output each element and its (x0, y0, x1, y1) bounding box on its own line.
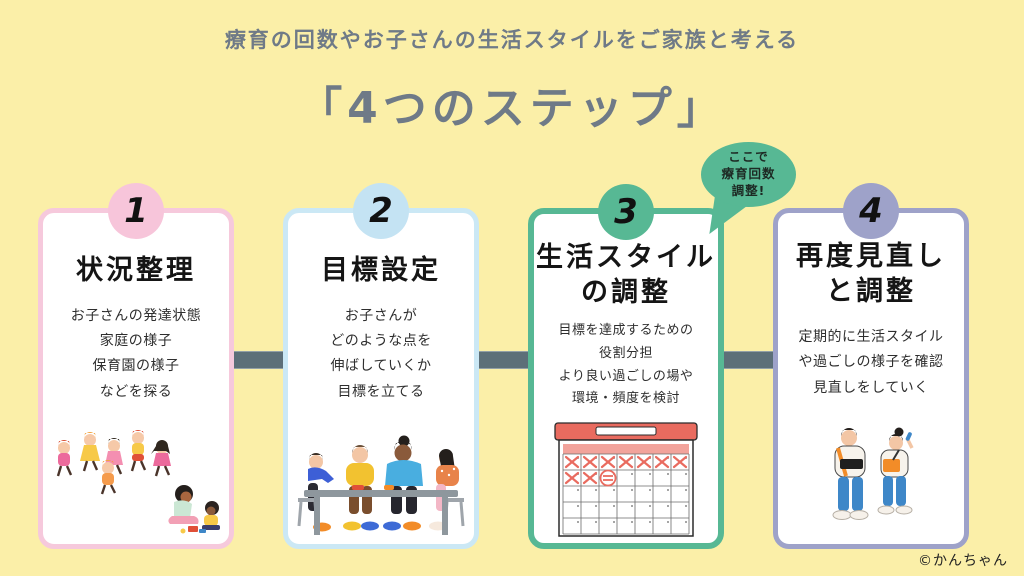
step-2-body: お子さんが どのような点を 伸ばしていくか 目標を立てる (288, 304, 474, 405)
callout-line: 調整! (731, 182, 766, 198)
step-4-body: 定期的に生活スタイル や過ごしの様子を確認 見直しをしていく (778, 325, 964, 401)
step-3-body: 目標を達成するための 役割分担 より良い過ごしの場や 環境・頻度を検討 (534, 320, 718, 411)
step-3-body-line: 環境・頻度を検討 (571, 391, 680, 407)
step-3-body-line: より良い過ごしの場や (558, 368, 694, 384)
step-2-title: 目標設定 (321, 255, 441, 286)
connector-step1-step2 (228, 351, 290, 369)
step-2-body-line: どのような点を (330, 333, 432, 350)
step-4-number-badge: 4 (843, 183, 899, 239)
staff-taking-notes-illustration (778, 424, 964, 540)
step-1-number-badge: 1 (108, 183, 164, 239)
callout-line: 療育回数 (721, 166, 776, 182)
step-3-title: 生活スタイル の調整 (536, 242, 716, 309)
step-3-body-line: 目標を達成するための (558, 323, 694, 339)
step-1-body: お子さんの発達状態 家庭の様子 保育園の様子 などを探る (43, 304, 229, 405)
step-4-body-line: 見直しをしていく (813, 379, 929, 396)
step-2-body-line: 伸ばしていくか (330, 358, 432, 375)
step-4-title: 再度見直し と調整 (796, 241, 946, 308)
connector-step3-step4 (718, 351, 780, 369)
step-1-body-line: 保育園の様子 (92, 358, 180, 375)
step-2-body-line: 目標を立てる (337, 383, 425, 400)
family-meeting-table-illustration (288, 428, 474, 540)
step-1-body-line: 家庭の様子 (99, 333, 173, 350)
page-subtitle: 療育の回数やお子さんの生活スタイルをご家族と考える (224, 28, 800, 52)
step-4-body-line: 定期的に生活スタイル (798, 329, 944, 346)
step-1-title: 状況整理 (76, 255, 196, 286)
step-card-3: 3 生活スタイル の調整 目標を達成するための 役割分担 より良い過ごしの場や … (528, 184, 724, 549)
step-card-1: 1 状況整理 お子さんの発達状態 家庭の様子 保育園の様子 などを探る (38, 183, 234, 549)
credit-text: ©かんちゃん (918, 553, 1008, 569)
callout-line: ここで (728, 149, 769, 165)
step-1-body-line: お子さんの発達状態 (70, 308, 202, 325)
page-title: 「4つのステップ」 (298, 83, 726, 134)
connector-step2-step3 (473, 351, 535, 369)
step-2-number-badge: 2 (353, 183, 409, 239)
step-3-number-badge: 3 (598, 184, 654, 240)
step-card-4: 4 再度見直し と調整 定期的に生活スタイル や過ごしの様子を確認 見直しをして… (773, 183, 969, 549)
step-3-body-line: 役割分担 (598, 345, 653, 361)
step-card-2: 2 目標設定 お子さんが どのような点を 伸ばしていくか 目標を立てる (283, 183, 479, 549)
step-1-body-line: などを探る (99, 383, 173, 400)
children-playing-and-parent-child-illustration (43, 426, 229, 540)
calendar-marked-days-illustration (534, 421, 718, 539)
callout-bubble: ここで 療育回数 調整! (701, 142, 796, 207)
step-4-body-line: や過ごしの様子を確認 (798, 354, 944, 371)
step-2-body-line: お子さんが (344, 308, 418, 325)
